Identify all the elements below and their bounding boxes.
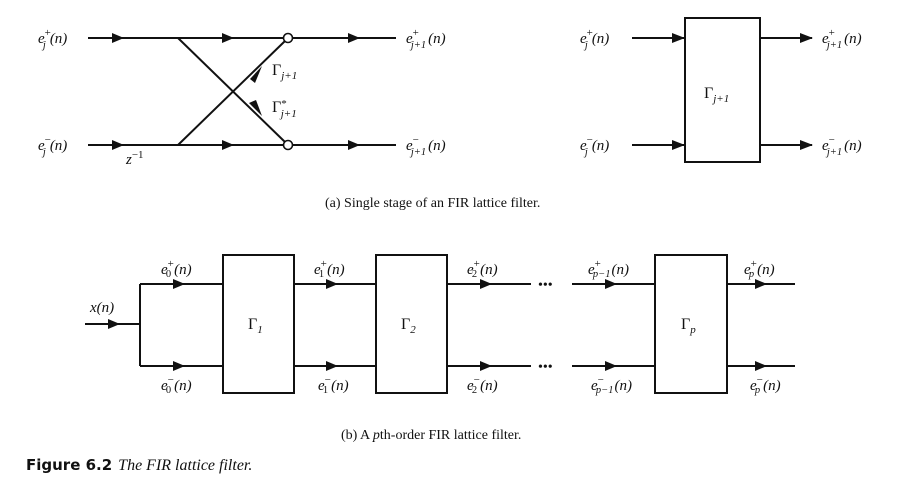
label-e1-plus: e+1(n) [314, 258, 345, 280]
summing-node-top [282, 32, 294, 44]
stage-box-p [654, 254, 728, 394]
pth-order-diagram [85, 254, 795, 394]
caption-b-suffix: th-order FIR lattice filter. [379, 428, 522, 443]
figure-number: Figure 6.2 [26, 456, 113, 474]
stage-box-2 [375, 254, 448, 394]
arrow-icon [108, 319, 120, 329]
arrow-icon [326, 279, 338, 289]
arrow-icon [800, 140, 813, 150]
arrow-icon [755, 279, 767, 289]
arrow-icon [480, 361, 492, 371]
arrow-icon [112, 33, 124, 43]
caption-b: (b) A pth-order FIR lattice filter. [341, 428, 521, 444]
ellipsis-top: ••• [538, 278, 553, 293]
cross-up-branch [177, 40, 286, 146]
caption-b-prefix: (b) A [341, 428, 373, 443]
block-label-ej-minus: e−j(n) [580, 134, 609, 158]
ellipsis-bottom: ••• [538, 360, 553, 375]
block-stage-diagram [632, 17, 812, 163]
arrow-icon [605, 361, 617, 371]
arrow-icon [348, 140, 360, 150]
block-label-ej1-minus: e−j+1(n) [822, 134, 862, 158]
block-label-ej1-plus: e+j+1(n) [822, 27, 862, 51]
arrow-icon [672, 140, 685, 150]
arrow-icon [173, 279, 185, 289]
label-e0-plus: e+0(n) [161, 258, 192, 280]
arrow-icon [755, 361, 767, 371]
stage-p-label: Γp [681, 316, 696, 336]
stage-box-1 [222, 254, 295, 394]
figure-title: The FIR lattice filter. [118, 457, 253, 474]
caption-a: (a) Single stage of an FIR lattice filte… [325, 196, 541, 211]
stage-2-label: Γ2 [401, 316, 416, 336]
arrow-icon [173, 361, 185, 371]
arrow-icon [249, 100, 262, 116]
stage-1-label: Γ1 [248, 316, 263, 336]
label-ep1-minus: e−p−1(n) [591, 374, 632, 396]
label-e2-minus: e−2(n) [467, 374, 498, 396]
label-ep1-plus: e+p−1(n) [588, 258, 629, 280]
arrow-icon [112, 140, 124, 150]
label-ep-minus: e−p(n) [750, 374, 781, 396]
arrow-icon [605, 279, 617, 289]
label-input-x: x(n) [89, 300, 114, 316]
arrow-icon [672, 33, 685, 43]
label-e1-minus: e−1(n) [318, 374, 349, 396]
cross-down-branch [177, 37, 286, 143]
caption-b-var: p [372, 428, 380, 443]
lattice-stage-diagram [88, 37, 396, 146]
summing-node-bottom [282, 139, 294, 151]
block-label-ej-plus: e+j(n) [580, 27, 609, 51]
figure-caption: Figure 6.2 The FIR lattice filter. [26, 456, 252, 475]
label-ep-plus: e+p(n) [744, 258, 775, 280]
arrow-icon [800, 33, 813, 43]
arrow-icon [326, 361, 338, 371]
lattice-arrows [112, 33, 360, 150]
arrow-icon [348, 33, 360, 43]
arrow-icon [480, 279, 492, 289]
label-ej1-minus: e−j+1(n) [406, 134, 446, 158]
label-e0-minus: e−0(n) [161, 374, 192, 396]
block-gamma-label: Γj+1 [704, 85, 729, 105]
arrow-icon [222, 140, 234, 150]
label-ej1-plus: e+j+1(n) [406, 27, 446, 51]
label-ej-plus: e+j(n) [38, 27, 67, 51]
block-arrows [672, 33, 813, 150]
pth-order-arrows [108, 279, 767, 371]
label-delay: z−1 [125, 149, 144, 168]
stage-box [684, 17, 761, 163]
label-e2-plus: e+2(n) [467, 258, 498, 280]
label-ej-minus: e−j(n) [38, 134, 67, 158]
label-gamma-up: Γj+1 [272, 62, 297, 82]
label-gamma-down: Γ*j+1 [272, 98, 297, 120]
arrow-icon [222, 33, 234, 43]
arrow-icon [250, 66, 262, 83]
